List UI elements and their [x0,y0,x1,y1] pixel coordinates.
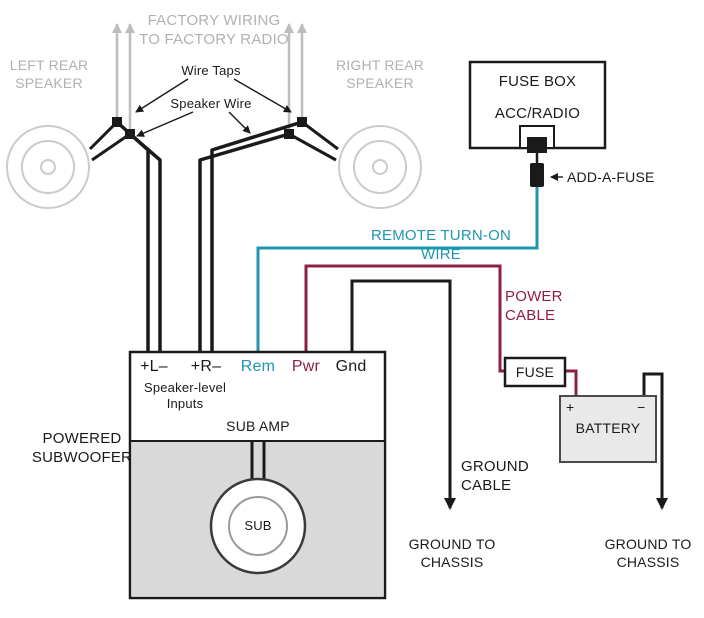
battery-ground-wire [642,372,668,510]
power-cable-label: POWER CABLE [505,288,563,324]
amp-terminal-remote: Rem [240,358,276,375]
add-a-fuse-label: ADD-A-FUSE [567,169,655,185]
sub-amp-box [128,350,387,600]
speaker-wire-pointer-arrows [136,111,251,137]
factory-wires [112,23,307,134]
ground-to-chassis-label-amp: GROUND TO CHASSIS [408,536,496,570]
amp-terminal-ground: Gnd [335,358,367,375]
sub-amp-title: SUB AMP [226,418,290,434]
left-rear-speaker-icon [6,125,90,209]
sub-label: SUB [244,518,272,533]
battery-label: BATTERY [575,420,641,436]
subwoofer-icon [209,477,307,575]
battery-box [559,395,657,463]
wire-tap-icons [112,117,307,139]
ground-cable-wire [350,279,456,510]
amp-terminal-right-input: +R– [190,358,222,375]
inline-fuse-label: FUSE [515,364,555,380]
acc-radio-label: ACC/RADIO [494,105,581,122]
powered-subwoofer-label: POWERED SUBWOOFER [31,430,133,466]
wire-taps-label: Wire Taps [181,63,241,78]
wire-taps-pointer-arrows [135,78,292,113]
remote-turn-on-label: REMOTE TURN-ON WIRE [370,227,512,263]
speaker-level-inputs-label: Speaker-level Inputs [143,380,227,412]
inline-fuse-box [503,356,567,388]
add-a-fuse-plug [527,137,547,153]
fuse-box-title: FUSE BOX [498,73,577,90]
ground-cable-label: GROUND CABLE [461,458,529,494]
amp-terminal-left-input: +L– [140,358,168,375]
battery-plus-terminal: + [566,399,575,415]
left-rear-speaker-label: LEFT REAR SPEAKER [9,57,89,91]
speaker-wires [115,120,303,353]
ground-to-chassis-label-battery: GROUND TO CHASSIS [604,536,692,570]
fuse-box [468,60,607,153]
speaker-leads [88,120,339,162]
right-rear-speaker-label: RIGHT REAR SPEAKER [335,57,425,91]
speaker-wire-label: Speaker Wire [170,96,252,111]
right-rear-speaker-icon [338,125,422,209]
battery-minus-terminal: − [637,399,646,415]
factory-wiring-label: FACTORY WIRING TO FACTORY RADIO [139,12,289,48]
add-a-fuse-holder [530,163,544,187]
remote-turn-on-wire [256,178,539,353]
amp-terminal-power: Pwr [291,358,321,375]
